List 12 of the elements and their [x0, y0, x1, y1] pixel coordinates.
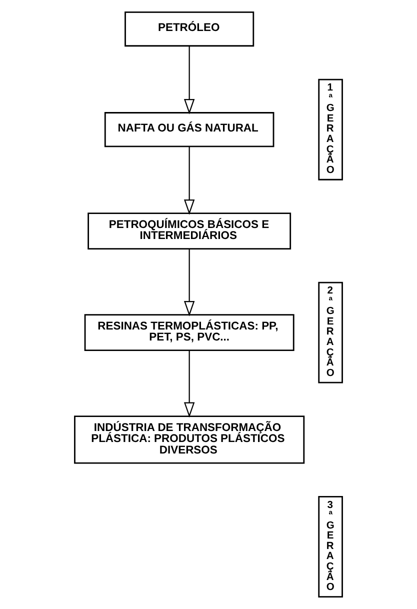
node-box: INDÚSTRIA DE TRANSFORMAÇÃO PLÁSTICA: PRODUTOS PLÁSTICOS DIVERSOS: [74, 416, 305, 464]
node-box: RESINAS TERMOPLÁSTICAS: PP, PET, PS, PVC...: [84, 314, 294, 352]
node-box: 3ª GERAÇÃO: [318, 496, 343, 598]
node-box: 1ª GERAÇÃO: [318, 78, 343, 180]
node-box: PETRÓLEO: [124, 12, 254, 47]
arrow: [184, 46, 195, 114]
node-box: NAFTA OU GÁS NATURAL: [104, 112, 274, 148]
node-box: 2ª GERAÇÃO: [318, 282, 343, 384]
node-box: PETROQUÍMICOS BÁSICOS E INTERMEDIÁRIOS: [88, 212, 292, 250]
arrow: [184, 248, 195, 316]
arrow: [184, 146, 195, 215]
arrow: [184, 350, 195, 418]
